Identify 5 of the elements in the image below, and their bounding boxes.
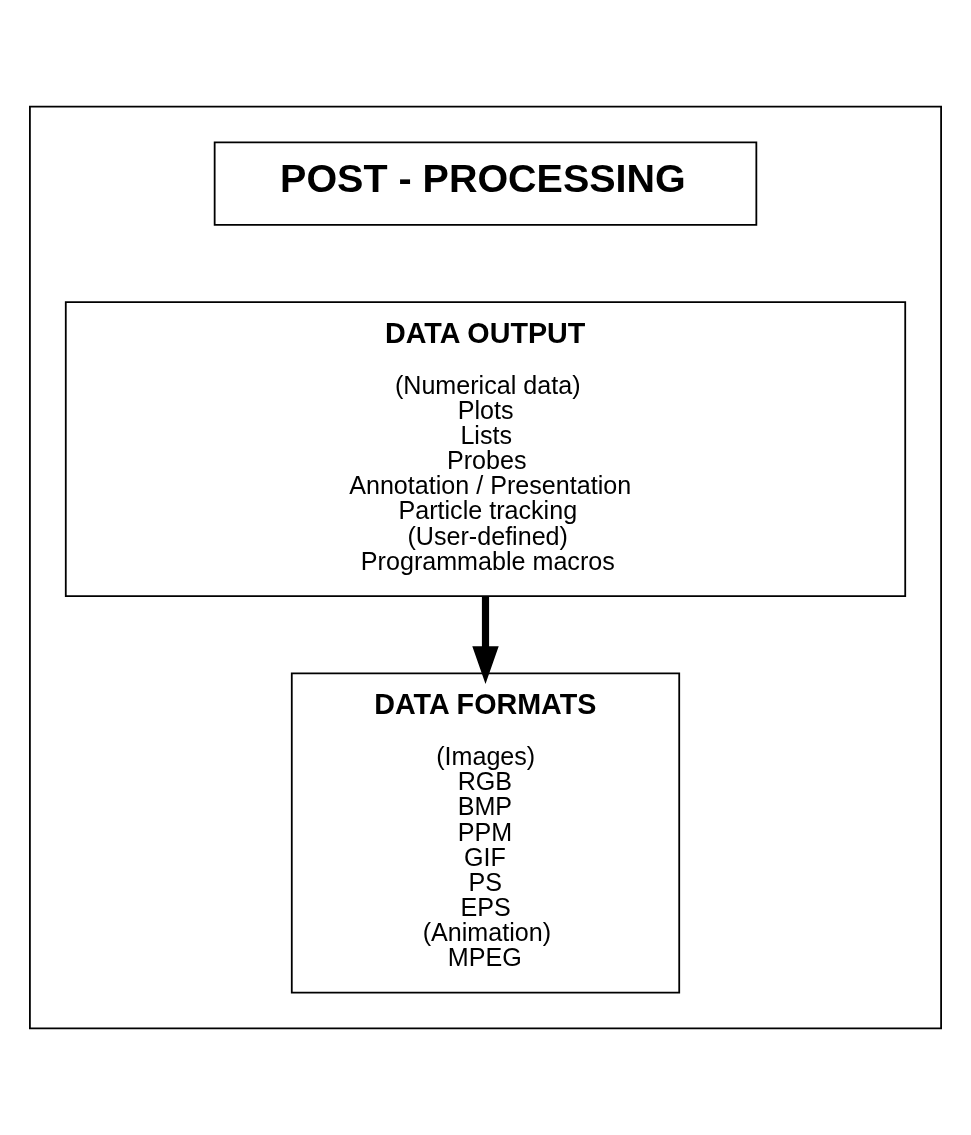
node-box: POST - PROCESSING: [213, 141, 758, 226]
node-box: DATA FORMATS (Images) RGB BMP PPM GIF PS EPS (Animation) MPEG: [290, 672, 681, 994]
cluster: [29, 105, 942, 1030]
arrow: [472, 596, 499, 685]
node-box: DATA OUTPUT (Numerical data) Plots Lists Probes Annotation / Presentation Particle tracking (User-defined) Programmable macros: [64, 301, 907, 598]
